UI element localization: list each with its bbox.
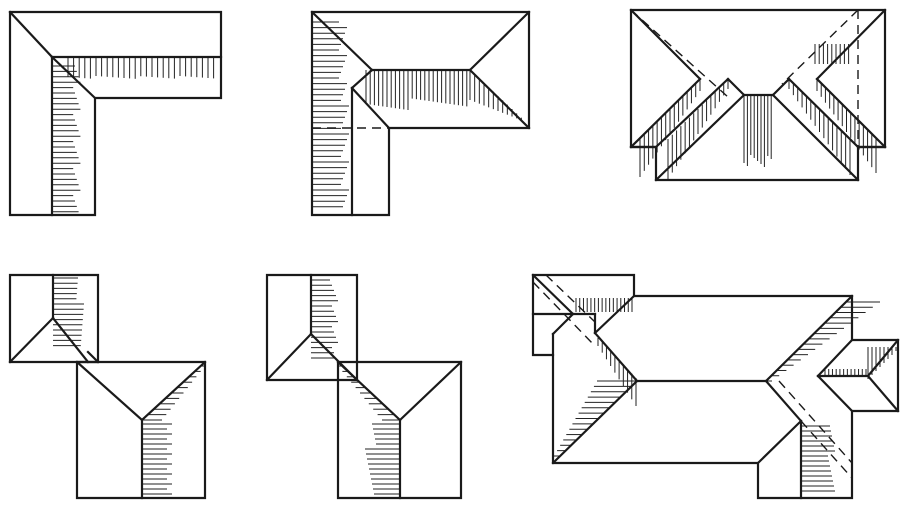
figure-l-shaped-simple — [8, 10, 223, 217]
figure-l-shaped-hip — [310, 10, 531, 217]
figure-offset-crossing — [265, 273, 463, 500]
figure-offset-with-valley — [8, 273, 207, 500]
figure-hip-roof-with-wing — [629, 8, 887, 182]
outline — [8, 10, 223, 217]
figure-compound-hip — [531, 273, 900, 500]
